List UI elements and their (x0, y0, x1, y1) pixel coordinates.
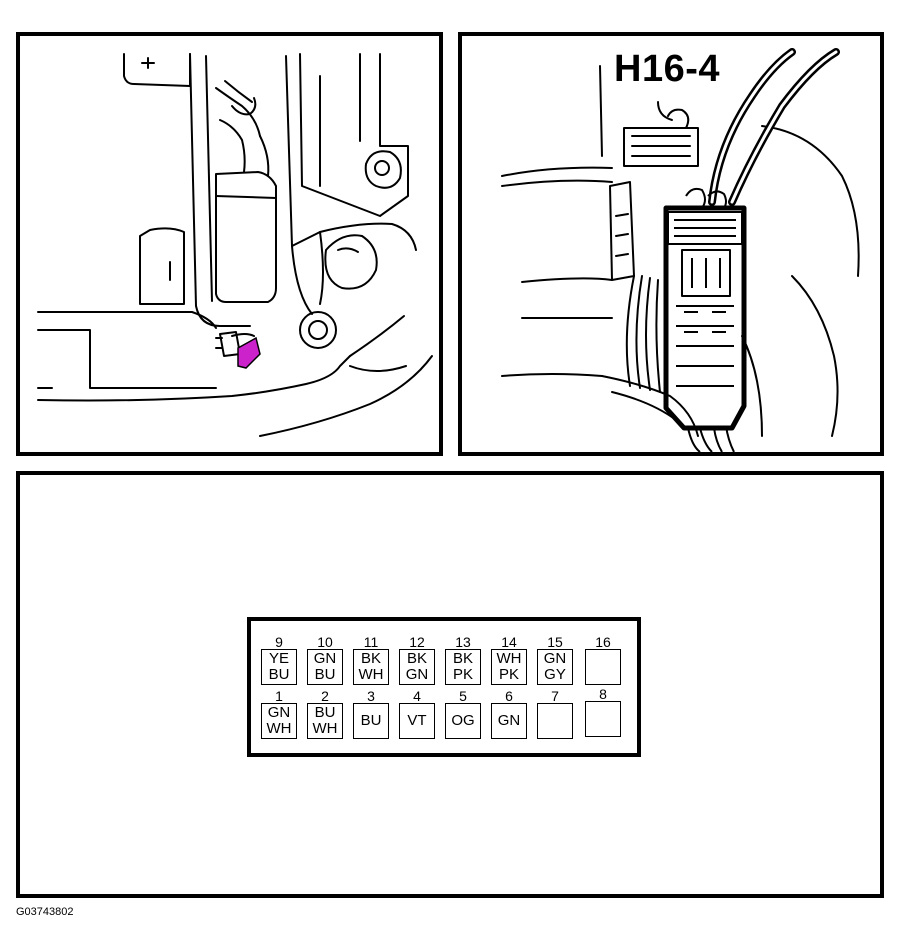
wire-color: BU (360, 712, 382, 729)
connector-drawing (501, 48, 860, 452)
pin-number: 1 (275, 688, 283, 704)
pin-number: 10 (317, 634, 333, 650)
wire-color: GN (497, 712, 521, 729)
wire-color: WH (312, 720, 338, 737)
wire-color: GN (267, 704, 291, 721)
wire-color: VT (407, 712, 427, 729)
pin-cell (585, 649, 621, 685)
pin-number: 12 (409, 634, 425, 650)
figure-id: G03743802 (16, 906, 74, 918)
highlighted-connector (237, 336, 261, 369)
wire-color: YE (268, 650, 289, 667)
pin-cell (537, 703, 573, 739)
pin-number: 16 (595, 634, 611, 650)
pin-cell: BU (353, 703, 389, 739)
wire-color: PK (452, 666, 473, 683)
connector-title: H16-4 (614, 48, 720, 90)
wire-color: OG (451, 712, 475, 729)
location-view-panel (16, 32, 443, 456)
pin-cell: GN (491, 703, 527, 739)
pin-cell: OG (445, 703, 481, 739)
pin-number: 9 (275, 634, 283, 650)
pin-number: 5 (459, 688, 467, 704)
wire-color: GN (543, 650, 567, 667)
wire-color: PK (498, 666, 519, 683)
wire-color: GN (405, 666, 429, 683)
wire-color: WH (266, 720, 292, 737)
pin-number: 13 (455, 634, 471, 650)
wire-color: GY (544, 666, 566, 683)
wire-color: WH (496, 650, 522, 667)
pin-number: 2 (321, 688, 329, 704)
pin-cell (585, 701, 621, 737)
pin-number: 7 (551, 688, 559, 704)
pin-number: 14 (501, 634, 517, 650)
pin-number: 4 (413, 688, 421, 704)
wire-color: BK (360, 650, 381, 667)
pin-number: 11 (363, 634, 379, 650)
pin-number: 8 (599, 686, 607, 702)
pin-number: 3 (367, 688, 375, 704)
pin-number: 6 (505, 688, 513, 704)
wire-color: WH (358, 666, 384, 683)
wire-color: BU (314, 704, 336, 721)
wire-color: BU (268, 666, 290, 683)
wire-color: BU (314, 666, 336, 683)
pin-cell: VT (399, 703, 435, 739)
location-drawing (37, 53, 433, 437)
pin-number: 15 (547, 634, 563, 650)
wire-color: GN (313, 650, 337, 667)
wire-color: BK (406, 650, 427, 667)
wire-color: BK (452, 650, 473, 667)
connector-view-panel: H16-4 (458, 32, 884, 456)
